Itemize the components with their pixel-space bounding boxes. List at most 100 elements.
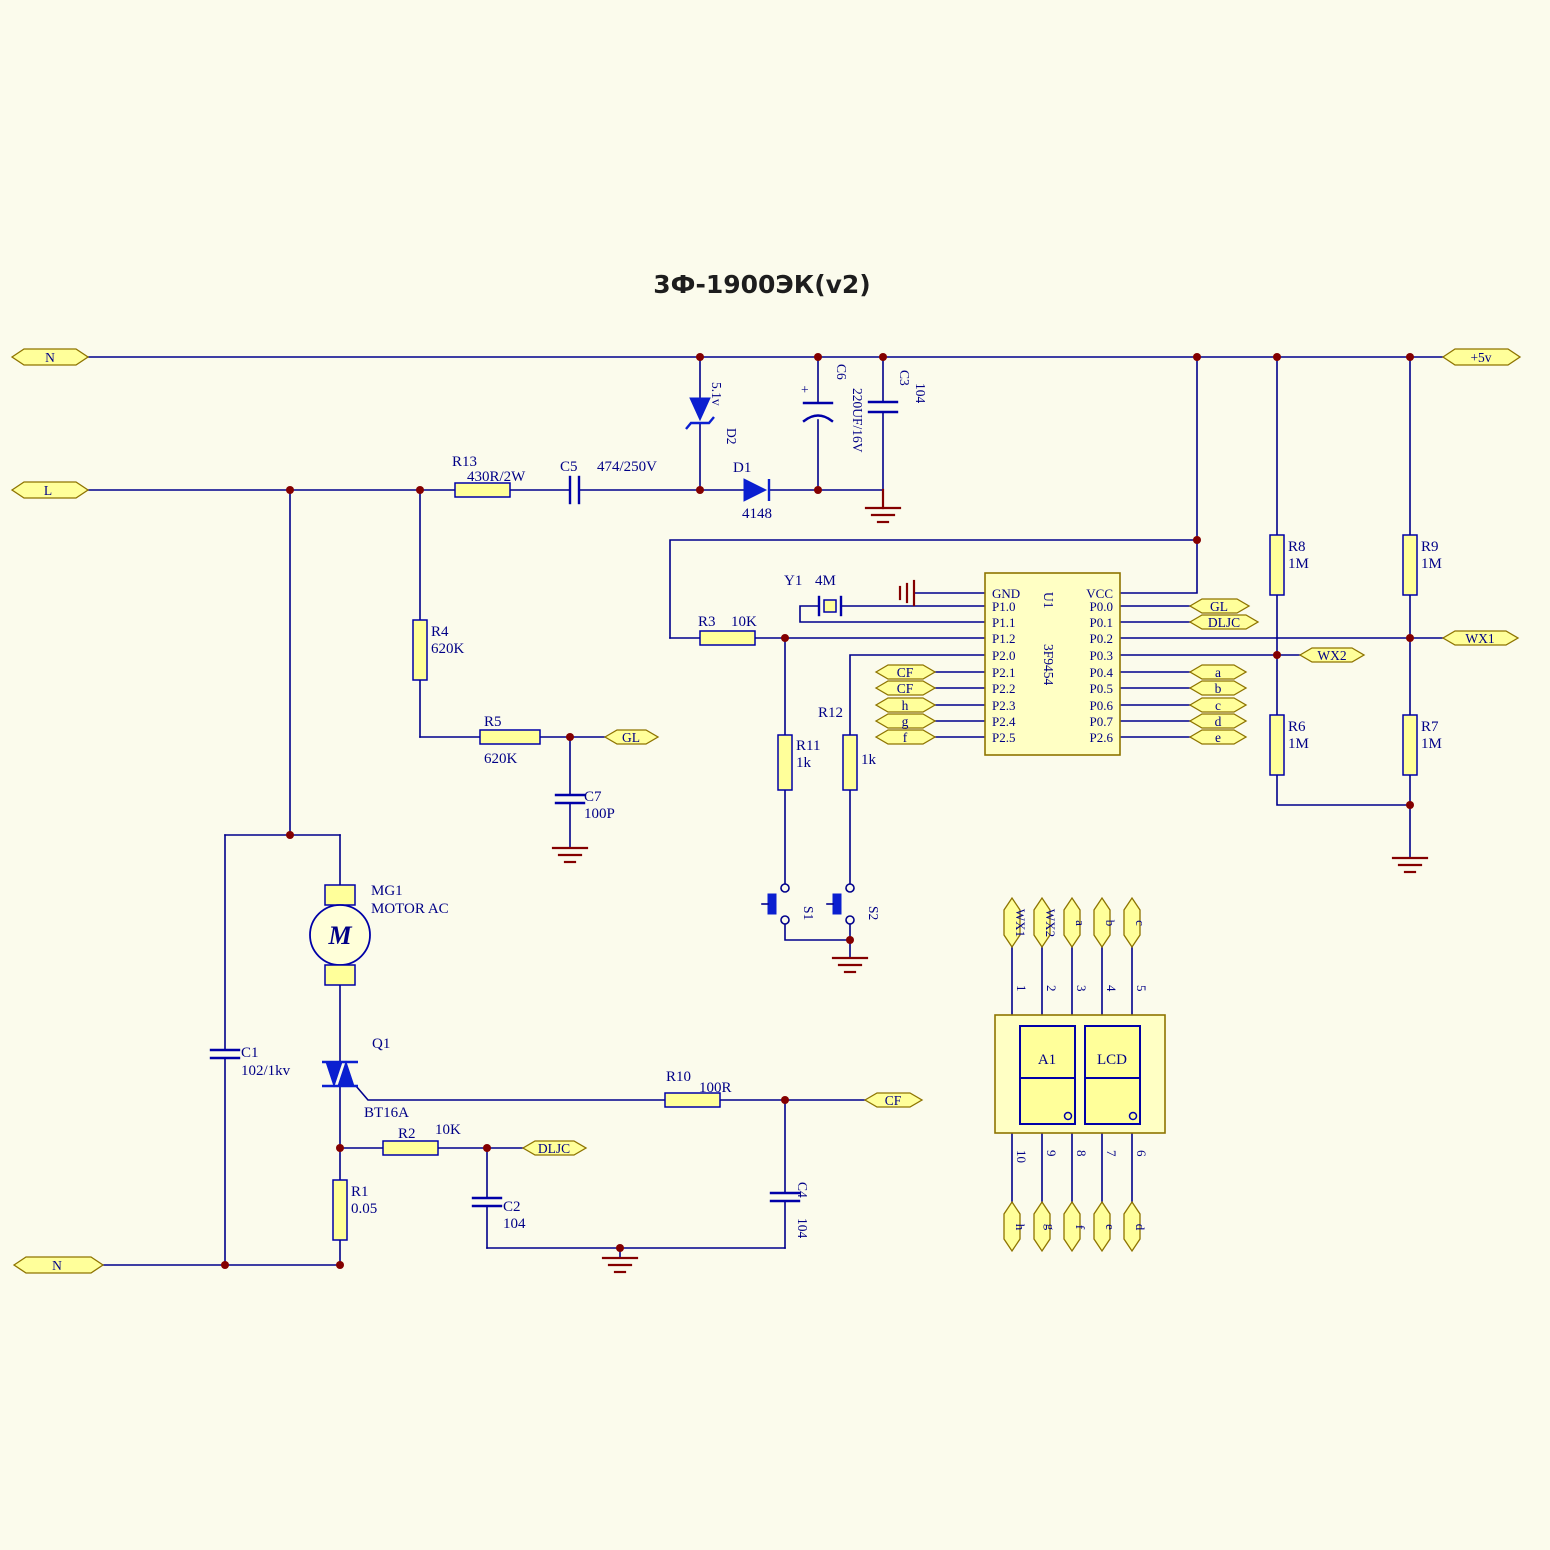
power-port-n-bottom-label: N bbox=[52, 1258, 62, 1273]
resistor-r1: R1 0.05 bbox=[332, 1179, 377, 1241]
d2-value-label: 5.1v bbox=[709, 382, 724, 406]
ground-symbol-bottom bbox=[601, 1256, 639, 1274]
net-flag-wx2: WX2 bbox=[1317, 648, 1346, 663]
r10-ref-label: R10 bbox=[666, 1069, 691, 1085]
net-flag-dljc-right: DLJC bbox=[1208, 615, 1240, 630]
r11-value-label: 1k bbox=[796, 755, 812, 771]
y1-value-label: 4M bbox=[815, 573, 836, 589]
u1-pin-p10: P1.0 bbox=[992, 599, 1015, 614]
r9-ref-label: R9 bbox=[1421, 539, 1439, 555]
r12-value-label: 1k bbox=[861, 752, 877, 768]
lcd-pin-6: 6 bbox=[1134, 1150, 1149, 1157]
lcd-pin-2: 2 bbox=[1044, 985, 1059, 992]
u1-pin-p22: P2.2 bbox=[992, 681, 1015, 696]
u1-pin-p21: P2.1 bbox=[992, 665, 1015, 680]
net-flag-wx1: WX1 bbox=[1465, 631, 1494, 646]
resistor-r8: R8 1M bbox=[1269, 534, 1309, 596]
motor-mg1: M MG1 MOTOR AC bbox=[309, 883, 449, 986]
resistor-r3: R3 10K bbox=[698, 614, 757, 646]
r7-value-label: 1M bbox=[1421, 736, 1442, 752]
motor-symbol-letter: M bbox=[327, 921, 352, 950]
lcd-flag-b: b bbox=[1103, 920, 1118, 927]
ground-symbol-u1 bbox=[898, 579, 916, 607]
u1-pin-p11: P1.1 bbox=[992, 615, 1015, 630]
lcd-label: LCD bbox=[1097, 1052, 1127, 1068]
r12-ref-label: R12 bbox=[818, 705, 843, 721]
diode-d1: D1 4148 bbox=[733, 460, 772, 522]
u1-pin-gnd: GND bbox=[992, 586, 1020, 601]
u1-pin-p00: P0.0 bbox=[1090, 599, 1113, 614]
lcd-flag-c: c bbox=[1133, 920, 1148, 926]
power-port-l: L bbox=[10, 481, 90, 499]
c4-ref-label: C4 bbox=[795, 1182, 810, 1198]
lcd-pin-1: 1 bbox=[1014, 985, 1029, 992]
net-flag-h: h bbox=[902, 698, 909, 713]
lcd-pin-numbers: 1 2 3 4 5 10 9 8 7 6 bbox=[1014, 985, 1149, 1163]
net-flag-g: g bbox=[902, 714, 909, 729]
capacitor-c2: C2 104 bbox=[471, 1196, 526, 1232]
lcd-pin-5: 5 bbox=[1134, 985, 1149, 992]
r1-value-label: 0.05 bbox=[351, 1201, 377, 1217]
power-port-l-label: L bbox=[44, 483, 52, 498]
u1-pin-p01: P0.1 bbox=[1090, 615, 1113, 630]
resistor-r4: R4 620K bbox=[412, 619, 465, 681]
c3-ref-label: C3 bbox=[897, 370, 912, 386]
net-flag-cf: CF bbox=[863, 1092, 924, 1108]
power-port-plus5v: +5v bbox=[1441, 348, 1522, 366]
r5-value-label: 620K bbox=[484, 751, 518, 767]
r6-ref-label: R6 bbox=[1288, 719, 1306, 735]
r8-value-label: 1M bbox=[1288, 556, 1309, 572]
junction-dots bbox=[221, 353, 1414, 1269]
lcd-pin-7: 7 bbox=[1104, 1150, 1119, 1157]
net-flag-a: a bbox=[1215, 665, 1221, 680]
u1-pin-p07: P0.7 bbox=[1090, 714, 1114, 729]
c6-polarity-label: + bbox=[801, 382, 809, 397]
u1-pin-p25: P2.5 bbox=[992, 730, 1015, 745]
c5-value-label: 474/250V bbox=[597, 459, 657, 475]
lcd-flag-g: g bbox=[1043, 1224, 1058, 1231]
ground-symbol-switches bbox=[831, 956, 869, 974]
capacitor-c5: C5 474/250V bbox=[560, 459, 657, 505]
net-flag-b: b bbox=[1215, 681, 1222, 696]
resistor-r2: R2 10K bbox=[382, 1122, 461, 1156]
u1-left-pin-labels: GND P1.0 P1.1 P1.2 P2.0 P2.1 P2.2 P2.3 P… bbox=[992, 586, 1020, 745]
capacitor-c7: C7 100P bbox=[554, 789, 615, 822]
c7-value-label: 100P bbox=[584, 806, 615, 822]
u1-pin-p06: P0.6 bbox=[1090, 698, 1114, 713]
net-flag-dljc: DLJC bbox=[521, 1140, 588, 1156]
c5-ref-label: C5 bbox=[560, 459, 578, 475]
power-port-plus5v-label: +5v bbox=[1470, 350, 1491, 365]
c6-ref-label: C6 bbox=[834, 364, 849, 380]
pushbutton-s2: S2 bbox=[826, 883, 881, 925]
resistor-r10: R10 100R bbox=[664, 1069, 732, 1108]
u1-pin-p26: P2.6 bbox=[1090, 730, 1114, 745]
lcd-pin-3: 3 bbox=[1074, 985, 1089, 992]
net-flags-u1-right: GL DLJC WX1 WX2 a b c d e bbox=[1188, 598, 1520, 745]
r9-value-label: 1M bbox=[1421, 556, 1442, 572]
net-flag-cf-1: CF bbox=[897, 665, 914, 680]
r4-ref-label: R4 bbox=[431, 624, 449, 640]
net-flag-c: c bbox=[1215, 698, 1221, 713]
lcd-flag-wx1: WX1 bbox=[1013, 909, 1028, 937]
lcd-top-flags: WX1 WX2 a b c bbox=[1003, 896, 1148, 949]
resistor-r13: R13 430R/2W bbox=[452, 454, 526, 498]
u1-pin-p24: P2.4 bbox=[992, 714, 1016, 729]
s1-ref-label: S1 bbox=[801, 906, 816, 920]
r13-ref-label: R13 bbox=[452, 454, 477, 470]
resistor-r9: R9 1M bbox=[1402, 534, 1442, 596]
pushbutton-s1: S1 bbox=[761, 883, 816, 925]
r2-ref-label: R2 bbox=[398, 1126, 416, 1142]
u1-pin-p04: P0.4 bbox=[1090, 665, 1114, 680]
r11-ref-label: R11 bbox=[796, 738, 820, 754]
r13-value-label: 430R/2W bbox=[467, 469, 526, 485]
q1-ref-label: Q1 bbox=[372, 1036, 390, 1052]
u1-ref-label: U1 bbox=[1041, 592, 1056, 609]
zener-diode-d2: 5.1v D2 bbox=[685, 382, 739, 445]
u1-pin-p20: P2.0 bbox=[992, 648, 1015, 663]
u1-right-pin-labels: VCC P0.0 P0.1 P0.2 P0.3 P0.4 P0.5 P0.6 P… bbox=[1086, 586, 1113, 745]
c3-value-label: 104 bbox=[913, 383, 928, 404]
r10-value-label: 100R bbox=[699, 1080, 732, 1096]
lcd-module: A1 LCD 1 2 3 4 5 10 9 8 7 6 WX1 WX2 a b … bbox=[994, 896, 1166, 1253]
